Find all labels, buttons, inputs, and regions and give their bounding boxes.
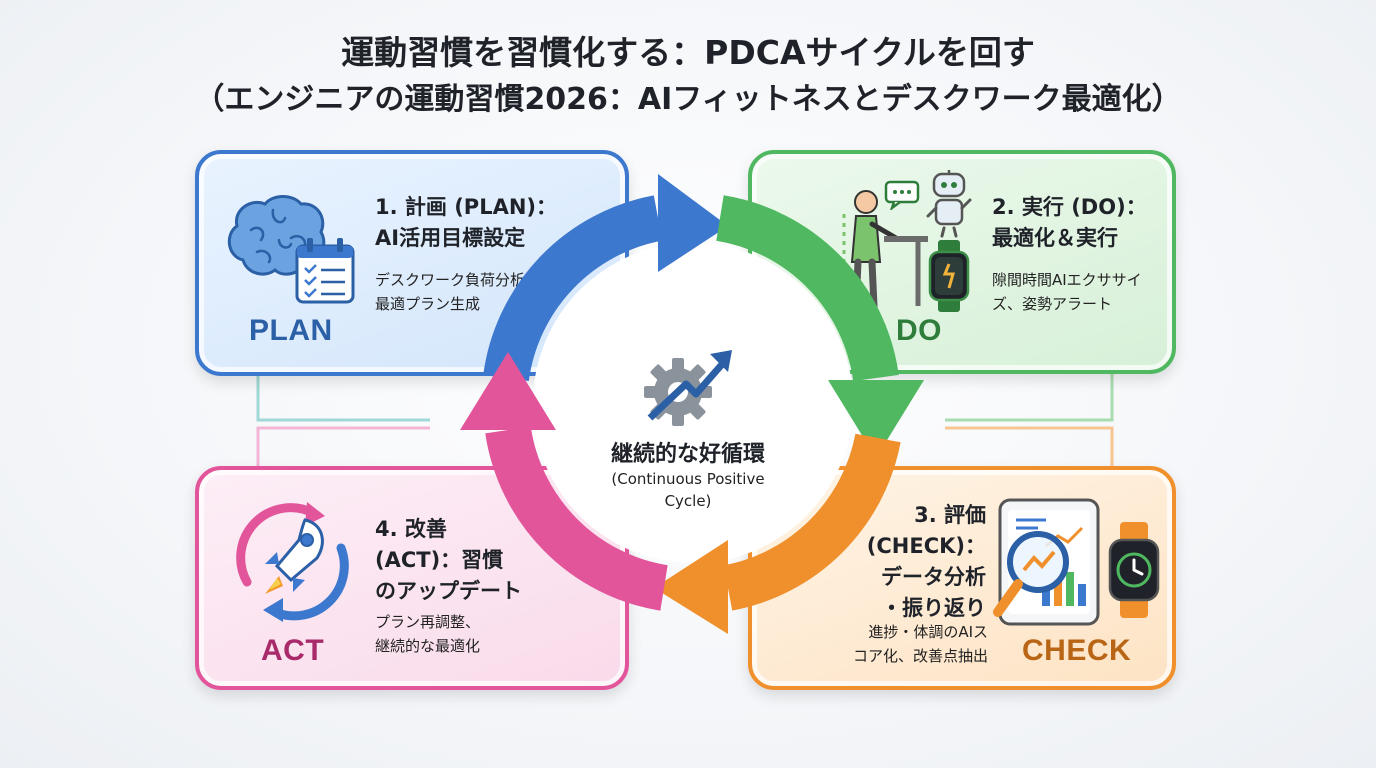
act-desc-line1: プラン再調整、 [375,613,481,631]
act-heading-line3: のアップデート [375,579,522,603]
page-title: 運動習慣を習慣化する：PDCAサイクルを回す [341,33,1035,72]
chat-bubble-icon [884,180,920,210]
do-heading-line1: 2. 実行 (DO)： [992,195,1147,219]
check-heading-line4: ・振り返り [881,596,986,620]
plan-desc-line1: デスクワーク負荷分析 [375,271,526,289]
act-desc-line2: 継続的な最適化 [375,637,481,655]
center-label-en-line2: Cycle) [664,492,712,510]
do-tag: DO [896,314,942,347]
plan-heading-line2: AI活用目標設定 [375,226,526,250]
smartwatch-icon [1108,522,1160,618]
act-description: プラン再調整、 継続的な最適化 [375,610,480,658]
center-label-en-line1: (Continuous Positive [611,470,765,488]
standing-desk-person-icon [842,190,928,310]
plan-tag: PLAN [249,314,333,347]
act-heading-line2: (ACT)：習慣 [375,548,504,572]
do-desc-line2: ズ、姿勢アラート [992,295,1113,313]
refresh-arrows-icon [236,502,349,622]
plan-heading: 1. 計画 (PLAN)： AI活用目標設定 [375,192,557,254]
check-heading-line1: 3. 評価 [914,503,986,527]
do-heading-line2: 最適化＆実行 [992,226,1118,250]
act-heading-line1: 4. 改善 [375,517,447,541]
page-subtitle: （エンジニアの運動習慣2026：AIフィットネスとデスクワーク最適化） [194,82,1182,117]
act-tag: ACT [261,634,325,667]
check-heading: 3. 評価 (CHECK)： データ分析 ・振り返り [856,500,986,624]
rocket-icon [265,518,324,594]
do-heading: 2. 実行 (DO)： 最適化＆実行 [992,192,1147,254]
magnifier-icon [993,531,1069,617]
do-desc-line1: 隙間時間AIエクササイ [992,271,1142,289]
check-tag: CHECK [1022,634,1132,667]
plan-heading-line1: 1. 計画 (PLAN)： [375,195,558,219]
check-card: 3. 評価 (CHECK)： データ分析 ・振り返り 進捗・体調のAIス コア化… [748,466,1176,690]
check-heading-line2: (CHECK)： [866,534,986,558]
center-label-en: (Continuous Positive Cycle) [558,468,818,512]
plan-desc-line2: 最適プラン生成 [375,295,481,313]
check-heading-line3: データ分析 [881,565,986,589]
plan-description: デスクワーク負荷分析 最適プラン生成 [375,268,525,316]
check-desc-line1: 進捗・体調のAIス [868,623,988,641]
pdca-cycle-arrows [460,174,924,634]
do-description: 隙間時間AIエクササイ ズ、姿勢アラート [992,268,1142,316]
robot-assistant-icon [926,170,972,238]
center-label-jp: 継続的な好循環 [610,442,765,467]
calendar-checklist-icon [295,238,355,304]
smartwatch-icon [928,240,970,312]
gear-trend-arrow-icon [644,350,732,426]
check-description: 進捗・体調のAIス コア化、改善点抽出 [808,620,988,668]
check-desc-line2: コア化、改善点抽出 [852,647,988,665]
act-heading: 4. 改善 (ACT)：習慣 のアップデート [375,514,522,607]
